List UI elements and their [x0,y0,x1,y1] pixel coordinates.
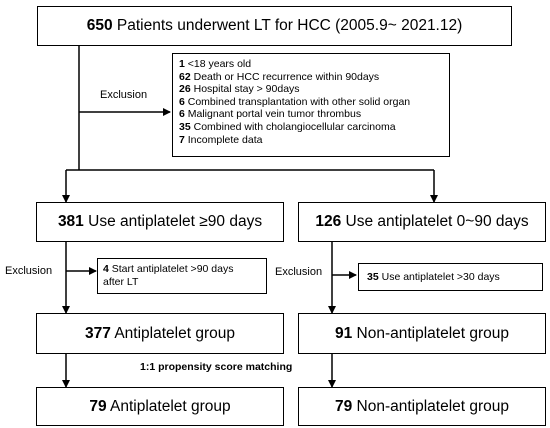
exclusion-item: 62 Death or HCC recurrence within 90days [179,70,380,83]
left-box-2: 377 Antiplatelet group [36,313,284,354]
exclusion-item: 35 Combined with cholangiocellular carci… [179,120,396,133]
right-exclusion-box: 35 Use antiplatelet >30 days [358,263,543,291]
left-exclusion-box: 4 Start antiplatelet >90 days after LT [97,258,267,294]
exclusion-item: 1 <18 years old [179,58,252,70]
right-box-1: 126 Use antiplatelet 0~90 days [298,202,546,242]
left-box-1: 381 Use antiplatelet ≥90 days [36,202,284,242]
exclusion-item: 7 Incomplete data [179,133,263,146]
exclusion-label-top: Exclusion [100,89,148,101]
left-box-3: 79 Antiplatelet group [36,387,284,426]
top-box-text: Patients underwent LT for HCC (2005.9~ 2… [112,17,463,34]
matching-label: 1:1 propensity score matching [140,361,293,373]
exclusion-item: 26 Hospital stay > 90days [179,83,300,96]
top-box-count: 650 [86,17,113,34]
exclusion-label-left: Exclusion [5,265,53,277]
exclusion-label-right: Exclusion [275,266,323,278]
exclusion-item: 6 Combined transplantation with other so… [179,95,411,108]
exclusion-item: 6 Malignant portal vein tumor thrombus [179,108,362,121]
right-box-3: 79 Non-antiplatelet group [298,387,546,426]
top-box: 650 Patients underwent LT for HCC (2005.… [37,6,512,46]
exclusion-list-box: 1 <18 years old 62 Death or HCC recurren… [172,53,450,157]
right-box-2: 91 Non-antiplatelet group [298,313,546,354]
